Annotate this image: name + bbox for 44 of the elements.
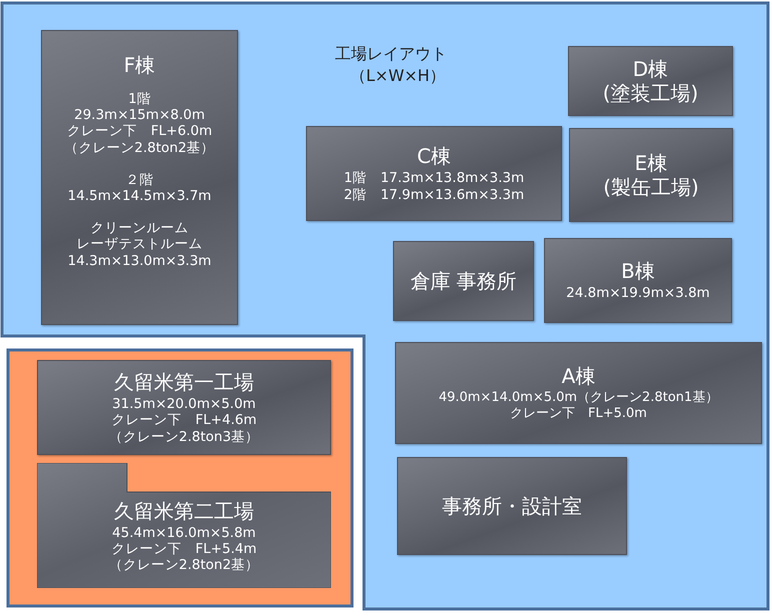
building-name: (製缶工場) [603, 175, 699, 199]
building-spec: 29.3m×15m×8.0m [74, 107, 205, 124]
building-name: 事務所・設計室 [442, 494, 582, 518]
units-note: （L×W×H） [350, 66, 446, 87]
building-spec: 14.3m×13.0m×3.3m [68, 252, 212, 269]
building-name: D棟 [632, 57, 668, 81]
building-name: A棟 [562, 364, 596, 388]
building-box [395, 342, 762, 444]
building-spec: 1階 17.3m×13.8m×3.3m [344, 170, 524, 186]
building-name: (塗装工場) [602, 81, 698, 105]
building-box [306, 126, 562, 221]
building-spec: クレーン下 FL+5.4m [111, 541, 257, 558]
building-box [568, 46, 733, 116]
building-name: F棟 [124, 53, 156, 77]
building-spec: （クレーン2.8ton3基） [108, 428, 260, 445]
building-spec: 1階 [128, 91, 151, 108]
building-name: 倉庫 事務所 [410, 269, 517, 293]
building-box [569, 128, 733, 222]
building-name: 久留米第二工場 [114, 499, 254, 523]
building-spec: レーザテストルーム [76, 236, 202, 252]
building-spec: クレーン下 FL+5.0m [510, 406, 647, 422]
building-name: E棟 [634, 151, 668, 175]
building-box [397, 457, 627, 555]
diagram-title: 工場レイアウト [335, 44, 447, 65]
building-box [37, 360, 331, 455]
building-box [41, 30, 238, 325]
building-name: C棟 [417, 144, 451, 168]
building-spec: 14.5m×14.5m×3.7m [68, 188, 212, 204]
building-name: 久留米第一工場 [114, 370, 254, 394]
building-spec: ２階 [126, 172, 154, 188]
building-spec: クレーン下 FL+4.6m [111, 412, 257, 429]
building-box [37, 463, 331, 588]
building-spec: （クレーン2.8ton2基） [64, 140, 215, 156]
building-box [544, 238, 732, 323]
building-spec: 45.4m×16.0m×5.8m [112, 525, 256, 542]
building-spec: 31.5m×20.0m×5.0m [112, 396, 256, 412]
building-spec: 2階 17.9m×13.6m×3.3m [344, 186, 524, 203]
building-spec: クリーンルーム [90, 220, 188, 236]
building-spec: （クレーン2.8ton2基） [108, 557, 260, 574]
building-box [393, 241, 534, 321]
building-spec: 24.8m×19.9m×3.8m [566, 285, 710, 302]
building-spec: 49.0m×14.0m×5.0m（クレーン2.8ton1基） [438, 390, 718, 406]
building-spec: クレーン下 FL+6.0m [66, 123, 212, 140]
building-name: B棟 [621, 259, 655, 284]
